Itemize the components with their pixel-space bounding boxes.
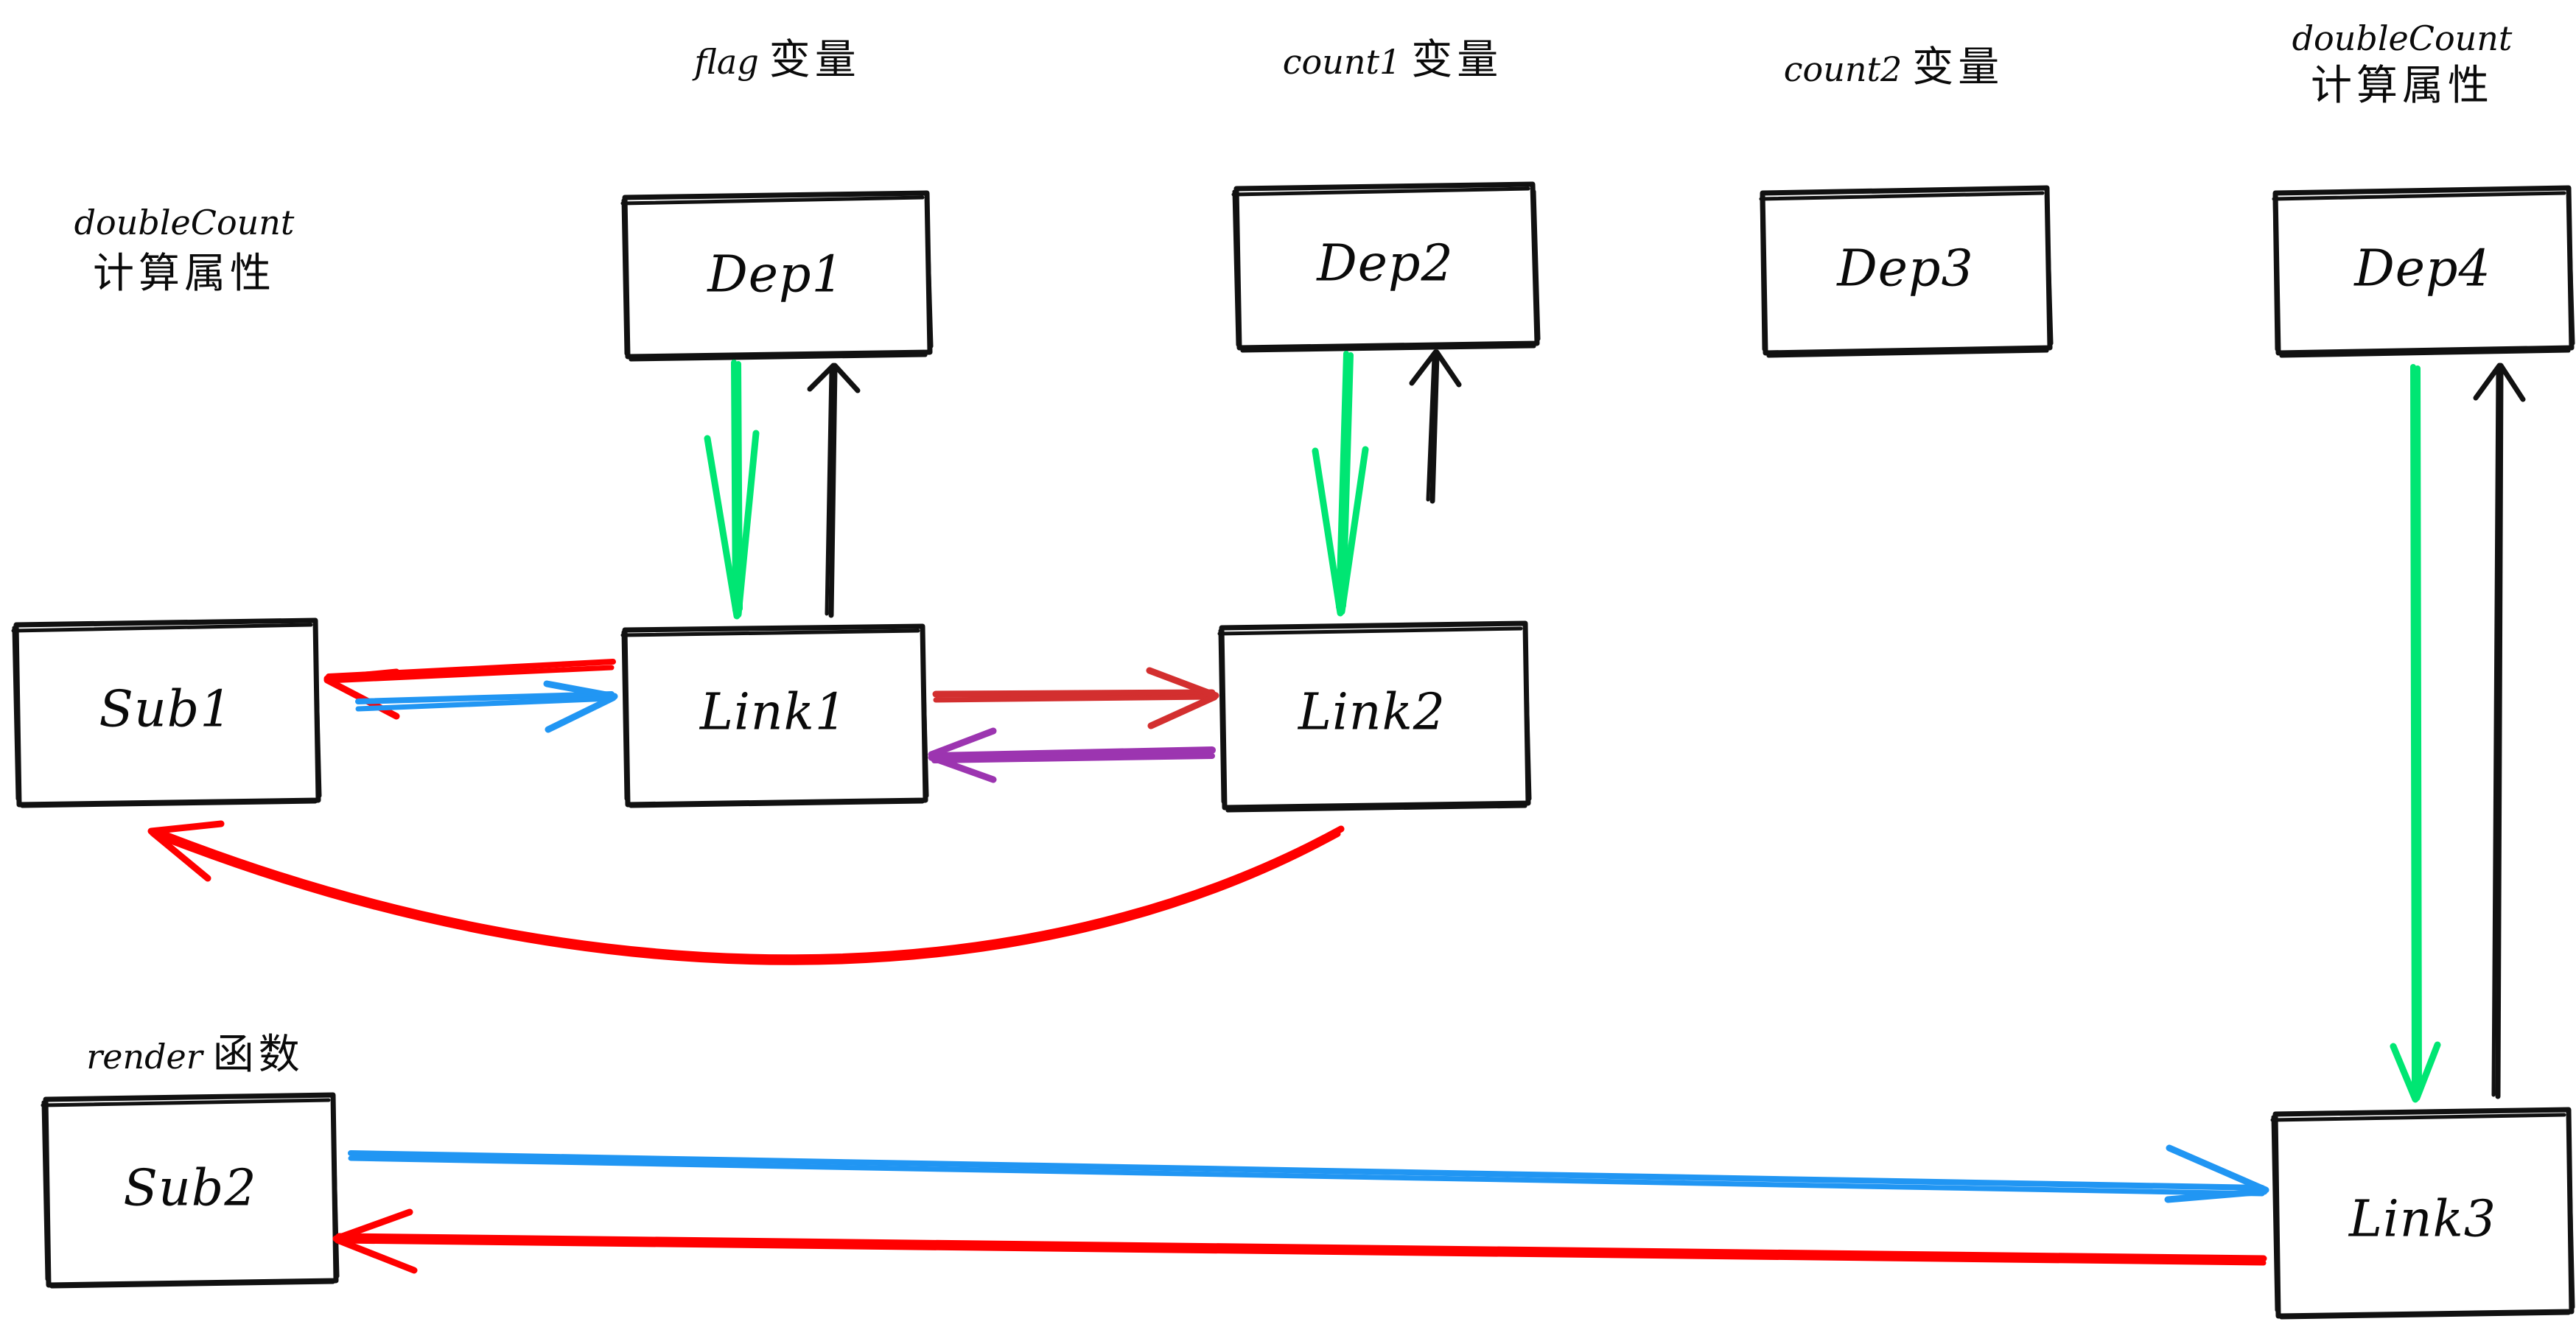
- arrow-link1-to-dep1-head: [807, 363, 861, 393]
- arrow-link1-to-link2-shaft: [932, 689, 1216, 698]
- arrow-link2-to-link1: [928, 727, 1216, 783]
- caption-doublecount-right-cn: 计算属性: [2311, 62, 2493, 110]
- arrow-link2-to-sub1-curve-head: [147, 820, 225, 882]
- box-sub2[interactable]: Sub2: [41, 1092, 340, 1289]
- arrow-link1-to-link2-head: [1146, 667, 1219, 729]
- arrow-link2-to-sub1-curve-shaft: [153, 825, 1345, 962]
- arrow-link3-to-sub2-shaft: [335, 1233, 2267, 1262]
- box-sub1-outline-second-pass: [11, 623, 322, 808]
- box-dep4-outline-second-pass: [2272, 191, 2575, 358]
- arrow-link3-to-sub2: [332, 1208, 2267, 1274]
- arrow-dep1-to-link1-head: [704, 430, 760, 620]
- caption-count2-cn: 变量: [1912, 43, 2003, 91]
- arrow-dep2-to-link2-head: [1312, 446, 1369, 617]
- arrow-link1-to-dep1-shaft: [828, 365, 838, 618]
- box-sub1-label: Sub1: [99, 681, 232, 739]
- caption-flag-en: flag: [692, 42, 759, 82]
- arrow-sub2-to-link3-head: [2164, 1144, 2269, 1203]
- arrow-link3-to-sub2-head: [332, 1208, 418, 1274]
- arrow-dep1-to-link1: [704, 360, 760, 620]
- box-link1[interactable]: Link1: [620, 623, 929, 808]
- box-link3[interactable]: Link3: [2270, 1107, 2575, 1320]
- box-link2-outline-second-pass: [1217, 626, 1532, 813]
- box-dep3-outline-second-pass: [1759, 191, 2054, 358]
- arrow-sub1-to-link1: [355, 680, 618, 733]
- arrow-sub1-to-link1-shaft: [355, 691, 615, 704]
- box-sub1[interactable]: Sub1: [11, 617, 322, 808]
- box-link1-label: Link1: [699, 684, 847, 742]
- arrow-dep2-to-link2-shaft2: [1340, 352, 1354, 609]
- arrow-link1-to-dep1: [807, 363, 861, 618]
- arrow-link3-to-dep4-head: [2473, 363, 2526, 402]
- caption-flag-cn: 变量: [769, 36, 861, 84]
- caption-doublecount-left-en: doubleCount: [74, 203, 295, 242]
- arrow-sub2-to-link3-shaft: [348, 1150, 2265, 1191]
- arrow-sub2-to-link3: [348, 1144, 2269, 1203]
- caption-doublecount-right: doubleCount 计算属性: [2292, 18, 2513, 110]
- caption-count1-cn: 变量: [1411, 36, 1502, 84]
- arrow-dep4-to-link3-shaft2: [2415, 365, 2422, 1095]
- box-dep2-outline-second-pass: [1231, 186, 1541, 353]
- arrow-sub2-to-link3-shaft2: [348, 1155, 2265, 1197]
- arrow-dep4-to-link3-head: [2390, 1041, 2441, 1103]
- arrow-link1-to-sub1-shaft2: [326, 665, 615, 684]
- box-dep2-label: Dep2: [1315, 235, 1454, 293]
- box-dep4[interactable]: Dep4: [2272, 185, 2575, 358]
- arrow-link1-to-link2-shaft2: [933, 694, 1215, 703]
- caption-render-cn: 函数: [213, 1031, 304, 1079]
- box-dep4-label: Dep4: [2353, 240, 2491, 298]
- arrow-link2-to-link1-shaft: [931, 746, 1216, 760]
- arrow-link2-to-dep2-shaft: [1429, 352, 1440, 504]
- arrow-dep4-to-link3-shaft: [2410, 364, 2418, 1096]
- arrow-link2-to-dep2-head: [1409, 349, 1462, 388]
- arrow-link2-to-dep2: [1409, 349, 1462, 504]
- arrow-link3-to-dep4-shaft: [2495, 365, 2504, 1099]
- arrow-dep2-to-link2-shaft: [1336, 351, 1349, 610]
- arrow-link2-to-dep2-shaft2: [1426, 355, 1436, 502]
- box-link3-outline-second-pass: [2270, 1113, 2575, 1320]
- arrow-link2-to-link1-head: [928, 727, 997, 783]
- caption-render-en: render: [86, 1037, 205, 1077]
- arrow-dep1-to-link1-shaft: [731, 360, 738, 613]
- arrow-link2-to-sub1-curve: [147, 820, 1345, 965]
- box-link2-label: Link2: [1297, 684, 1446, 742]
- arrow-link2-to-sub1-curve-shaft2: [153, 831, 1341, 965]
- arrow-link3-to-sub2-shaft2: [336, 1238, 2267, 1266]
- arrow-dep2-to-link2: [1312, 351, 1369, 617]
- box-link3-label: Link3: [2348, 1191, 2496, 1249]
- box-dep1-outline-second-pass: [620, 195, 934, 362]
- caption-count2-en: count2: [1784, 49, 1902, 89]
- box-dep1[interactable]: Dep1: [620, 190, 934, 362]
- box-link1-outline-second-pass: [620, 629, 929, 808]
- arrow-link1-to-link2: [932, 667, 1219, 729]
- caption-doublecount-right-en: doubleCount: [2292, 18, 2513, 58]
- arrow-sub1-to-link1-shaft2: [355, 696, 615, 712]
- arrow-sub1-to-link1-head: [543, 680, 618, 733]
- box-sub2-label: Sub2: [123, 1160, 256, 1218]
- arrow-link1-to-dep1-shaft2: [825, 368, 833, 616]
- box-dep2[interactable]: Dep2: [1231, 181, 1541, 353]
- caption-doublecount-left: doubleCount 计算属性: [74, 203, 295, 298]
- arrow-link3-to-dep4-shaft2: [2491, 368, 2500, 1097]
- arrow-link2-to-link1-shaft2: [931, 753, 1215, 763]
- arrow-dep4-to-link3: [2390, 364, 2441, 1103]
- caption-doublecount-left-cn: 计算属性: [93, 250, 276, 298]
- arrow-link3-to-dep4: [2473, 363, 2526, 1099]
- box-dep3[interactable]: Dep3: [1759, 185, 2054, 358]
- box-link2[interactable]: Link2: [1217, 620, 1532, 813]
- box-sub2-outline-second-pass: [41, 1098, 340, 1289]
- box-dep1-label: Dep1: [706, 246, 844, 304]
- caption-count1-en: count1: [1283, 42, 1401, 82]
- box-dep3-label: Dep3: [1835, 240, 1974, 298]
